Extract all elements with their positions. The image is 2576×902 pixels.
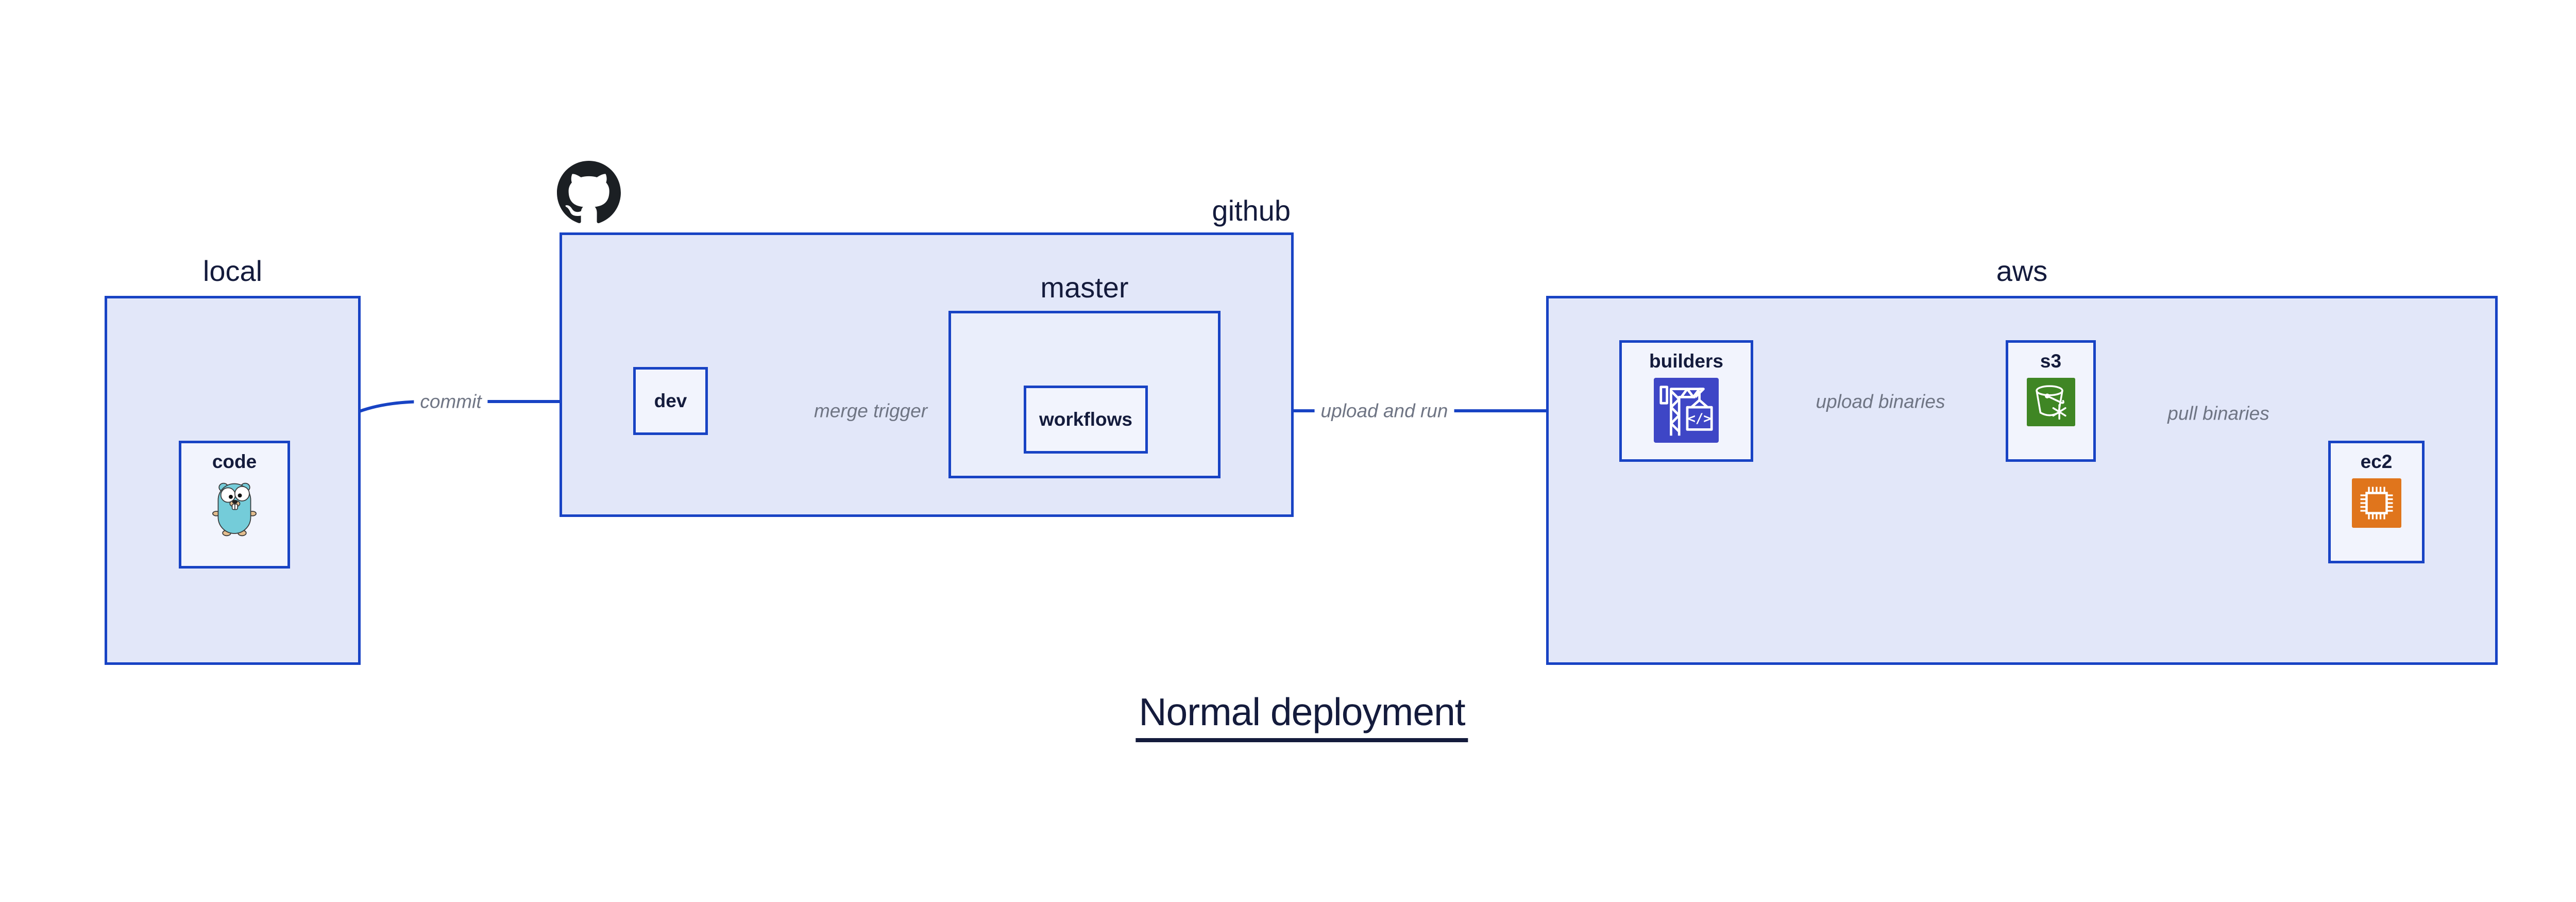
aws-ec2-icon: [2351, 478, 2401, 528]
node-ec2: ec2: [2328, 441, 2425, 563]
node-workflows: workflows: [1024, 386, 1148, 454]
group-label-aws: aws: [1996, 255, 2048, 287]
node-builders: builders </>: [1619, 340, 1753, 462]
aws-codebuild-icon: </>: [1654, 378, 1719, 443]
node-label-dev: dev: [654, 390, 687, 411]
diagram-title: Normal deployment: [1136, 690, 1468, 742]
go-gopher-icon: [212, 483, 257, 537]
group-label-local: local: [202, 255, 263, 287]
edge-label-commit: commit: [414, 391, 488, 412]
svg-text:</>: </>: [1687, 411, 1711, 427]
group-label-github: github: [1212, 194, 1291, 227]
github-octocat-icon: [557, 161, 621, 223]
group-label-master: master: [1040, 271, 1129, 304]
node-s3: s3: [2006, 340, 2096, 462]
edge-label-upload-binaries: upload binaries: [1809, 391, 1952, 412]
node-label-builders: builders: [1649, 350, 1723, 372]
node-label-code: code: [212, 451, 257, 472]
node-label-s3: s3: [2040, 350, 2062, 372]
node-label-ec2: ec2: [2360, 451, 2393, 472]
aws-s3-glacier-icon: [2026, 378, 2075, 427]
edge-label-merge-trigger: merge trigger: [807, 400, 934, 422]
node-label-workflows: workflows: [1039, 408, 1132, 430]
node-dev: dev: [633, 367, 708, 435]
node-code: code: [179, 441, 290, 569]
edge-label-upload-and-run: upload and run: [1314, 400, 1454, 422]
edge-label-pull-binaries: pull binaries: [2161, 403, 2276, 424]
